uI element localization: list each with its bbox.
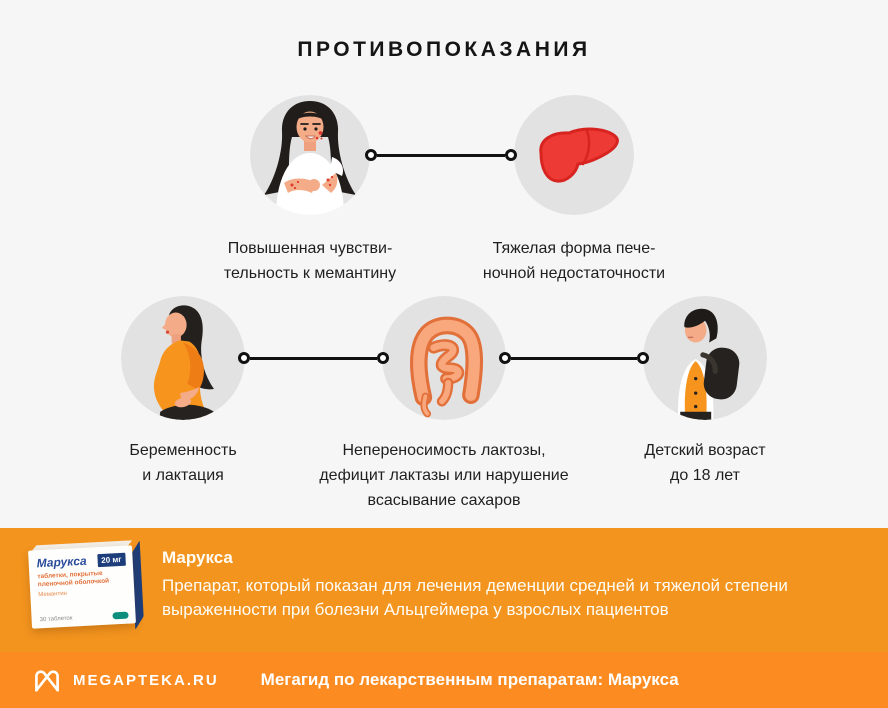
caption-lactose: Непереносимость лактозы, дефицит лактазы… xyxy=(319,442,569,509)
product-banner: Марукса 20 мг таблетки, покрытые пленочн… xyxy=(0,528,888,652)
package-brand: Марукса xyxy=(36,553,87,571)
caption-allergy: Повышенная чувстви- тельность к мемантин… xyxy=(223,240,397,282)
package-count: 30 таблеток xyxy=(39,615,73,623)
manufacturer-logo-icon xyxy=(112,611,129,620)
connector-line xyxy=(250,356,377,360)
liver-icon xyxy=(514,95,634,215)
icon-circle-intestines xyxy=(382,296,506,420)
icon-circle-liver xyxy=(514,95,634,215)
megapteka-m-logo-icon xyxy=(35,669,59,692)
connector-dot xyxy=(505,149,517,161)
icon-circle-pregnancy xyxy=(121,296,245,420)
connector-line xyxy=(377,153,505,157)
connector-row2-left xyxy=(238,352,389,364)
connector-dot xyxy=(365,149,377,161)
connector-row2-right xyxy=(499,352,649,364)
package-front-face: Марукса 20 мг таблетки, покрытые пленочн… xyxy=(28,545,136,629)
caption-liver: Тяжелая форма пече- ночной недостаточнос… xyxy=(482,240,666,282)
footer: MEGAPTEKA.RU Мегагид по лекарственным пр… xyxy=(0,652,888,708)
caption-pregnancy: Беременность и лактация xyxy=(129,442,237,484)
connector-line xyxy=(511,356,637,360)
connector-row1 xyxy=(365,149,517,161)
connector-dot xyxy=(499,352,511,364)
allergy-rash-woman-icon xyxy=(250,95,370,215)
footer-brand-text: MEGAPTEKA.RU xyxy=(73,671,219,689)
icon-circle-allergy xyxy=(250,95,370,215)
connector-dot xyxy=(637,352,649,364)
icon-circle-child xyxy=(643,296,767,420)
drug-name: Марукса xyxy=(162,548,233,567)
intestines-icon xyxy=(382,296,506,420)
drug-description: Препарат, который показан для лечения де… xyxy=(162,576,788,619)
package-ingredient: Мемантин xyxy=(38,590,68,599)
package-dose-badge: 20 мг xyxy=(96,552,126,567)
product-package-image: Марукса 20 мг таблетки, покрытые пленочн… xyxy=(28,540,144,630)
footer-caption-text: Мегагид по лекарственным препаратам: Мар… xyxy=(260,670,679,689)
connector-dot xyxy=(238,352,250,364)
page-title: ПРОТИВОПОКАЗАНИЯ xyxy=(297,38,591,61)
caption-children: Детский возраст до 18 лет xyxy=(644,442,766,484)
child-backpack-icon xyxy=(643,296,767,420)
connector-dot xyxy=(377,352,389,364)
package-form-text: таблетки, покрытые пленочной оболочкой xyxy=(37,569,110,589)
pregnant-woman-icon xyxy=(121,296,245,420)
